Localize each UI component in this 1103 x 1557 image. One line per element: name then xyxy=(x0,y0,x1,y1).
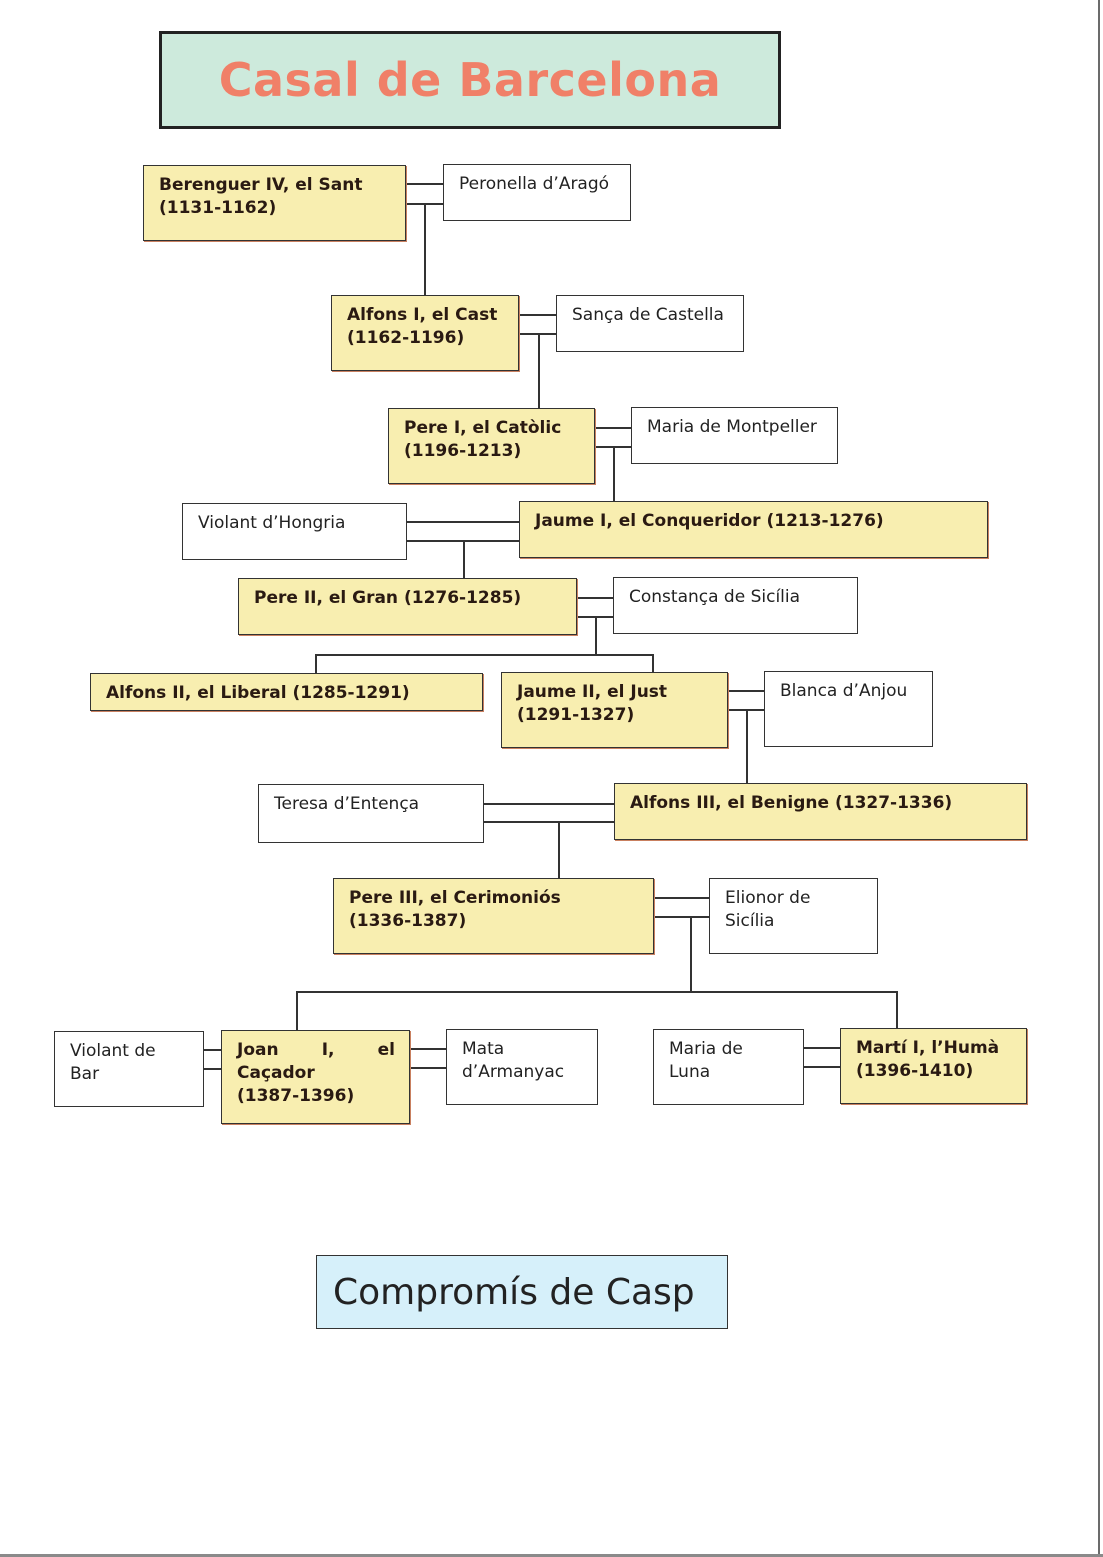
spouse-name: Constança de Sicília xyxy=(629,587,801,607)
king-name: Jaume I, el Conqueridor xyxy=(535,511,761,531)
king-reign: (1387-1396) xyxy=(237,1086,355,1106)
marriage-line xyxy=(405,183,443,185)
descent-line xyxy=(746,709,748,783)
king-pere-i: Pere I, el Catòlic (1196-1213) xyxy=(388,408,595,484)
king-reign: (1213-1276) xyxy=(766,511,884,531)
spouse-name: Blanca d’Anjou xyxy=(780,681,908,701)
marriage-line xyxy=(653,916,709,918)
king-reign: (1196-1213) xyxy=(404,441,522,461)
king-name: Alfons III, el Benigne xyxy=(630,793,830,813)
marriage-line xyxy=(518,314,556,316)
spouse-blanca: Blanca d’Anjou xyxy=(764,671,933,747)
marriage-line xyxy=(483,803,615,805)
spouse-teresa: Teresa d’Entença xyxy=(258,784,484,843)
king-reign: (1285-1291) xyxy=(292,683,410,703)
spouse-violant-hongria: Violant d’Hongria xyxy=(182,503,407,560)
spouse-name: Maria de Montpeller xyxy=(647,417,817,437)
king-reign: (1162-1196) xyxy=(347,328,465,348)
spouse-name: Peronella d’Aragó xyxy=(459,174,610,194)
spouse-name: Maria de Luna xyxy=(669,1039,743,1082)
king-alfons-i: Alfons I, el Cast (1162-1196) xyxy=(331,295,519,371)
descent-line xyxy=(424,203,426,296)
king-alfons-ii: Alfons II, el Liberal (1285-1291) xyxy=(90,673,483,711)
spouse-name: Elionor de Sicília xyxy=(725,888,811,931)
king-name: Berenguer IV, el Sant xyxy=(159,175,363,195)
spouse-elionor: Elionor de Sicília xyxy=(709,878,878,954)
king-name: Jaume II, el Just xyxy=(517,682,668,702)
king-name: Pere I, el Catòlic xyxy=(404,418,562,438)
spouse-mata: Mata d’Armanyac xyxy=(446,1029,598,1105)
spouse-constanca: Constança de Sicília xyxy=(613,577,858,634)
spouse-name: Sança de Castella xyxy=(572,305,724,325)
marriage-line xyxy=(803,1047,841,1049)
page-title: Casal de Barcelona xyxy=(218,53,722,107)
descent-line xyxy=(613,446,615,502)
king-name: Pere II, el Gran xyxy=(254,588,399,608)
descent-line xyxy=(896,991,898,1029)
king-reign: (1291-1327) xyxy=(517,705,635,725)
king-marti-i: Martí I, l’Humà (1396-1410) xyxy=(840,1028,1027,1104)
king-reign: (1336-1387) xyxy=(349,911,467,931)
marriage-line xyxy=(203,1068,221,1070)
marriage-line xyxy=(653,897,709,899)
king-name: Alfons I, el Cast xyxy=(347,305,498,325)
descent-line xyxy=(652,654,654,672)
king-name: Joan I, el Caçador xyxy=(237,1040,395,1083)
scan-border-bottom xyxy=(0,1554,1103,1557)
spouse-peronella: Peronella d’Aragó xyxy=(443,164,631,221)
king-name: Pere III, el Cerimoniós xyxy=(349,888,561,908)
spouse-maria-luna: Maria de Luna xyxy=(653,1029,804,1105)
marriage-line xyxy=(203,1049,221,1051)
king-name: Alfons II, el Liberal xyxy=(106,683,287,703)
spouse-sanca: Sança de Castella xyxy=(556,295,744,352)
king-alfons-iii: Alfons III, el Benigne (1327-1336) xyxy=(614,783,1027,840)
spouse-maria-montpeller: Maria de Montpeller xyxy=(631,407,838,464)
spouse-name: Violant d’Hongria xyxy=(198,513,346,533)
king-jaume-i: Jaume I, el Conqueridor (1213-1276) xyxy=(519,501,988,558)
descent-line xyxy=(296,991,298,1030)
marriage-line xyxy=(727,690,765,692)
descent-line xyxy=(315,654,317,674)
king-name: Martí I, l’Humà xyxy=(856,1038,1000,1058)
spouse-violant-bar: Violant de Bar xyxy=(54,1031,204,1107)
descent-line xyxy=(595,616,597,654)
marriage-line xyxy=(577,597,614,599)
title-box: Casal de Barcelona xyxy=(159,31,781,129)
king-reign: (1396-1410) xyxy=(856,1061,974,1081)
siblings-line xyxy=(296,991,897,993)
marriage-line xyxy=(594,427,632,429)
marriage-line xyxy=(518,333,556,335)
descent-line xyxy=(463,540,465,579)
king-jaume-ii: Jaume II, el Just (1291-1327) xyxy=(501,672,728,748)
king-joan-i: Joan I, el Caçador (1387-1396) xyxy=(221,1030,410,1124)
king-pere-ii: Pere II, el Gran (1276-1285) xyxy=(238,578,577,635)
descent-line xyxy=(538,333,540,409)
king-pere-iii: Pere III, el Cerimoniós (1336-1387) xyxy=(333,878,654,954)
descent-line xyxy=(558,821,560,879)
king-reign: (1131-1162) xyxy=(159,198,277,218)
marriage-line xyxy=(409,1048,447,1050)
compromis-casp-box: Compromís de Casp xyxy=(316,1255,728,1329)
scan-border-right xyxy=(1098,0,1100,1557)
marriage-line xyxy=(409,1067,447,1069)
king-reign: (1327-1336) xyxy=(834,793,953,813)
marriage-line xyxy=(406,521,520,523)
siblings-line xyxy=(315,654,653,656)
compromis-casp-label: Compromís de Casp xyxy=(333,1271,695,1313)
spouse-name: Violant de Bar xyxy=(70,1041,156,1084)
king-reign: (1276-1285) xyxy=(403,588,522,608)
marriage-line xyxy=(483,821,615,823)
descent-line xyxy=(690,916,692,991)
spouse-name: Mata d’Armanyac xyxy=(462,1039,565,1082)
king-berenguer-iv: Berenguer IV, el Sant (1131-1162) xyxy=(143,165,406,241)
marriage-line xyxy=(803,1066,841,1068)
spouse-name: Teresa d’Entença xyxy=(274,794,420,814)
